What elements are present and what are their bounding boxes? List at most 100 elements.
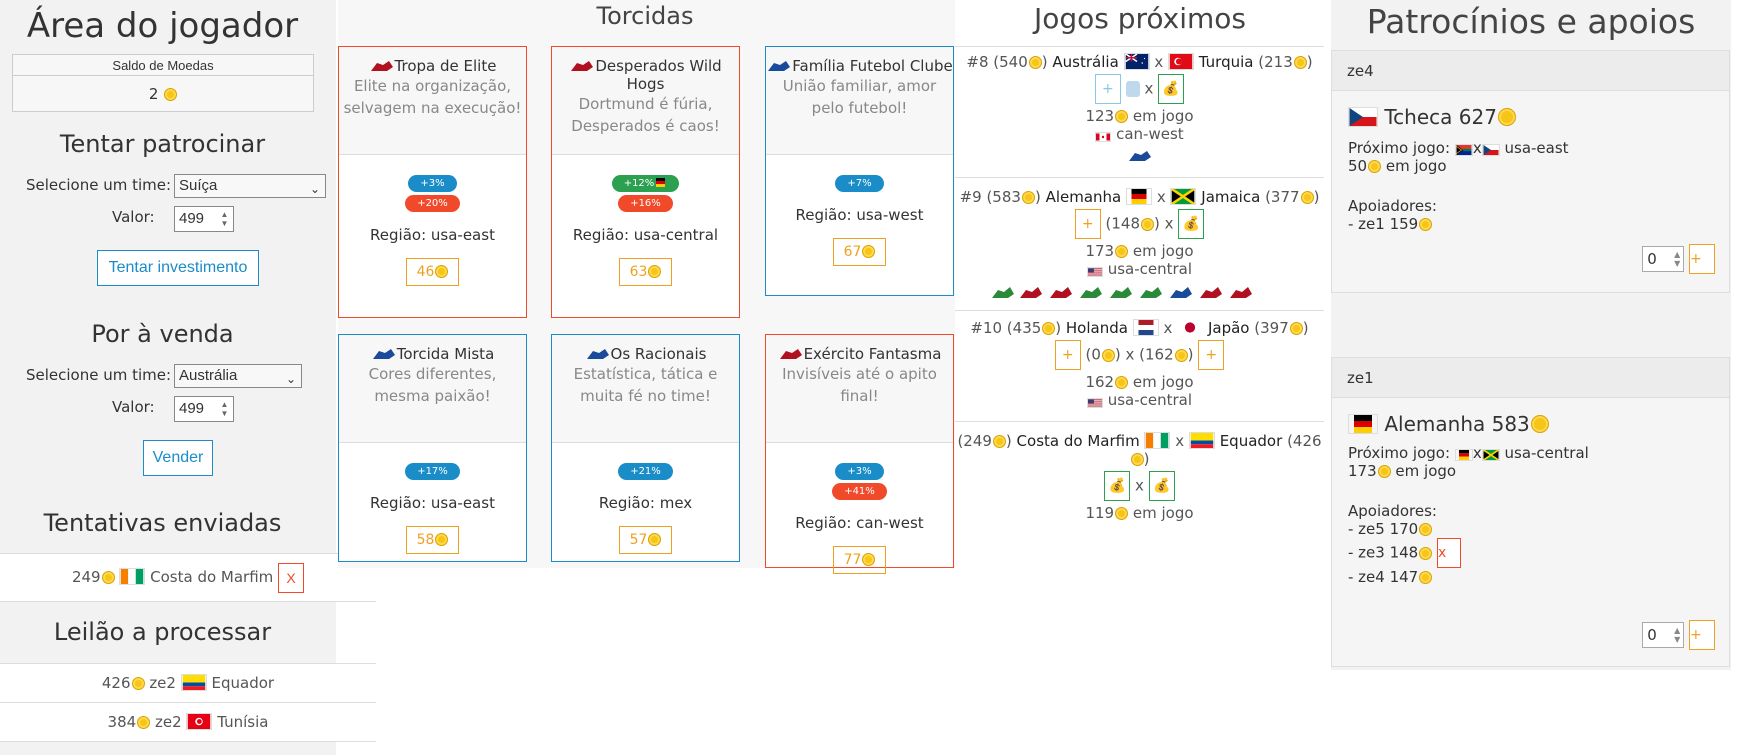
sell-value-input[interactable]: 499▲▼: [174, 396, 234, 422]
support-home-button[interactable]: +: [1094, 74, 1121, 104]
coin-icon: [1497, 108, 1516, 126]
torcida-header: Torcida Mista Cores diferentes, mesma pa…: [339, 335, 526, 443]
chevron-down-icon: ⌄: [309, 182, 320, 196]
game-card: #8 (540) Austrália x Turquia (213) + x 💰…: [955, 46, 1324, 178]
auction-title: Leilão a processar: [53, 618, 272, 646]
sponsor-value-input[interactable]: 499▲▼: [174, 206, 234, 232]
add-support-button[interactable]: +: [1689, 244, 1715, 274]
remove-support-button[interactable]: x: [1437, 538, 1462, 568]
germany-flag-icon: [1348, 414, 1378, 434]
torcida-name: Família Futebol Clube: [792, 57, 953, 75]
stepper-icon[interactable]: ▲▼: [1674, 626, 1681, 644]
bonus-badge: +12%: [611, 175, 680, 192]
mascot-icon: [370, 61, 393, 71]
torcida-name: Desperados Wild Hogs: [595, 57, 722, 93]
coin-icon: [1115, 376, 1129, 389]
coin-icon: [101, 571, 115, 584]
bonus-badge: +20%: [405, 195, 460, 212]
try-investment-button[interactable]: Tentar investimento: [97, 250, 259, 286]
torcida-body: +12%+16% Região: usa-central 63: [552, 155, 739, 286]
coin-icon: [164, 88, 178, 101]
coin-icon: [1419, 523, 1433, 536]
remove-attempt-button[interactable]: X: [278, 562, 305, 593]
sponsor-user: ze4: [1332, 51, 1729, 91]
torcida-card: Tropa de Elite Elite na organização, sel…: [338, 46, 527, 318]
coin-icon: [1419, 571, 1433, 584]
czech-flag-icon: [1348, 107, 1378, 127]
usa-flag-icon: [1086, 267, 1103, 277]
support-home-button[interactable]: +: [1054, 340, 1081, 370]
torcida-name: Tropa de Elite: [394, 57, 497, 75]
money-bag-button[interactable]: 💰: [1158, 74, 1185, 104]
money-bag-button[interactable]: 💰: [1148, 471, 1175, 501]
coin-icon: [648, 533, 662, 546]
torcida-value: 63: [618, 258, 673, 286]
torcida-name: Torcida Mista: [396, 345, 495, 363]
ivory-coast-flag-icon: [119, 568, 146, 585]
coin-icon: [1115, 110, 1129, 123]
torcida-description: Elite na organização, selvagem na execuç…: [343, 77, 522, 117]
czech-flag-icon: [1481, 144, 1500, 156]
coin-icon: [992, 435, 1006, 448]
money-bag-button[interactable]: 💰: [1104, 471, 1131, 501]
germany-flag-icon: [656, 178, 666, 187]
coin-icon: [137, 716, 151, 729]
sell-team-select[interactable]: Austrália⌄: [174, 364, 302, 388]
coin-icon: [1021, 191, 1035, 204]
sponsor-team-select[interactable]: Suíça⌄: [174, 174, 326, 198]
torcida-region: Região: mex: [598, 494, 693, 512]
game-card: (249) Costa do Marfim x Equador (426) 💰 …: [957, 432, 1322, 522]
coin-balance-label: Saldo de Moedas: [13, 55, 313, 76]
turkey-flag-icon: [1168, 53, 1194, 70]
torcida-card: Exército Fantasma Invisíveis até o apito…: [765, 334, 954, 574]
stepper-icon[interactable]: ▲▼: [220, 400, 229, 418]
usa-flag-icon: [1086, 398, 1103, 408]
supporters-label: Apoiadores:: [1348, 197, 1437, 215]
torcida-region: Região: usa-east: [370, 494, 495, 512]
torcida-card: Torcida Mista Cores diferentes, mesma pa…: [338, 334, 527, 562]
stepper-icon[interactable]: ▲▼: [1674, 250, 1681, 268]
support-amount-input[interactable]: 0▲▼: [1642, 246, 1685, 272]
coin-icon: [1042, 322, 1056, 335]
coin-icon: [1289, 322, 1303, 335]
jamaica-flag-icon: [1481, 449, 1500, 461]
germany-flag-icon: [1126, 188, 1153, 205]
torcida-value: 58: [405, 526, 460, 554]
netherlands-flag-icon: [1132, 319, 1159, 336]
support-away-button[interactable]: +: [1198, 340, 1225, 370]
sell-button[interactable]: Vender: [143, 440, 213, 476]
torcida-value: 77: [832, 546, 887, 574]
money-bag-button[interactable]: 💰: [1178, 209, 1205, 239]
south-africa-flag-icon: [1454, 144, 1473, 156]
sponsor-section-title: Tentar patrocinar: [59, 130, 266, 158]
add-support-button[interactable]: +: [1689, 620, 1715, 650]
auction-row: 384 ze2 Tunísia: [0, 702, 376, 742]
games-panel: [955, 0, 1324, 420]
torcida-header: Exército Fantasma Invisíveis até o apito…: [766, 335, 953, 443]
sponsor-user: ze1: [1332, 358, 1729, 398]
mascot-icons: [991, 287, 1252, 298]
torcida-name: Os Racionais: [610, 345, 707, 363]
sponsorships-title: Patrocínios e apoios: [1366, 2, 1696, 41]
coin-icon: [1300, 191, 1314, 204]
torcida-body: +3%+20% Região: usa-east 46: [339, 155, 526, 286]
coin-icon: [1130, 453, 1144, 466]
torcida-region: Região: usa-west: [795, 206, 924, 224]
stepper-icon[interactable]: ▲▼: [220, 210, 229, 228]
coin-icon: [1115, 245, 1129, 258]
auction-row: 426 ze2 Equador: [0, 663, 376, 702]
support-home-button[interactable]: +: [1074, 209, 1101, 239]
coin-icon: [648, 265, 662, 278]
torcida-header: Desperados Wild Hogs Dortmund é fúria, D…: [552, 47, 739, 155]
torcidas-title: Torcidas: [596, 2, 694, 30]
sponsorship-card: ze4 Tcheca 627 Próximo jogo: x usa-east …: [1331, 50, 1730, 293]
shirt-icon: [1125, 80, 1140, 97]
mascot-icon: [768, 61, 791, 71]
attempt-team: Costa do Marfim: [150, 568, 274, 586]
mascot-icon: [1128, 151, 1151, 161]
support-amount-input[interactable]: 0▲▼: [1642, 622, 1685, 648]
sell-section-title: Por à venda: [91, 320, 234, 348]
torcida-body: +21% Região: mex 57: [552, 443, 739, 554]
coin-icon: [1368, 160, 1382, 173]
mascot-icon: [372, 349, 395, 359]
